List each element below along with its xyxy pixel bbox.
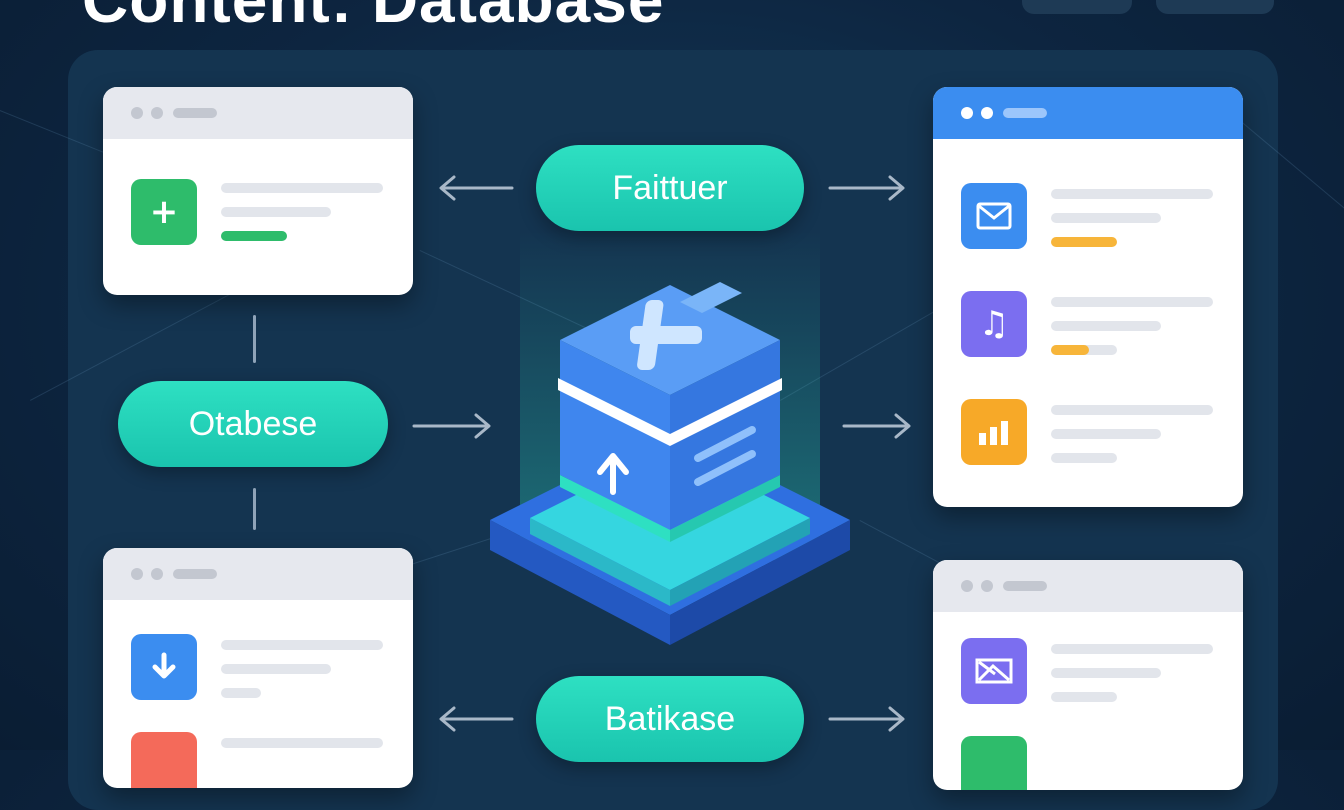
card-row[interactable] xyxy=(961,399,1223,467)
mail-icon xyxy=(961,183,1027,249)
title-placeholder xyxy=(1003,108,1047,118)
arrow-left-icon xyxy=(439,706,514,732)
connector-line xyxy=(253,488,256,530)
header-button[interactable] xyxy=(1022,0,1132,14)
plus-icon: + xyxy=(131,179,197,245)
placeholder-line xyxy=(1051,405,1213,415)
progress-fill xyxy=(1051,345,1089,355)
title-placeholder xyxy=(1003,581,1047,591)
top-right-card[interactable]: ♫ xyxy=(933,87,1243,507)
placeholder-line xyxy=(1051,453,1117,463)
bottom-left-card[interactable] xyxy=(103,548,413,788)
card-row[interactable] xyxy=(131,634,393,702)
card-header xyxy=(103,548,413,600)
placeholder-line xyxy=(221,688,261,698)
connector-line xyxy=(253,315,256,363)
progress-fill xyxy=(1051,237,1117,247)
card-row[interactable]: + xyxy=(131,179,393,247)
database-box-icon xyxy=(490,230,850,645)
bottom-right-card[interactable] xyxy=(933,560,1243,790)
placeholder-line xyxy=(1051,213,1161,223)
window-dot xyxy=(981,107,993,119)
placeholder-line xyxy=(221,664,331,674)
window-dot xyxy=(131,568,143,580)
placeholder-line xyxy=(1051,297,1213,307)
arrow-right-icon xyxy=(842,413,911,439)
arrow-right-icon xyxy=(412,413,491,439)
arrow-left-icon xyxy=(439,175,514,201)
arrow-right-icon xyxy=(828,175,905,201)
card-row[interactable] xyxy=(961,183,1223,251)
placeholder-line xyxy=(1051,429,1161,439)
top-left-card[interactable]: + xyxy=(103,87,413,295)
window-dot xyxy=(981,580,993,592)
page-title: Content: Database xyxy=(82,0,665,36)
placeholder-line xyxy=(221,183,383,193)
download-arrow-icon xyxy=(131,634,197,700)
bar-chart-icon xyxy=(961,399,1027,465)
window-dot xyxy=(961,107,973,119)
header-button[interactable] xyxy=(1156,0,1274,14)
image-icon xyxy=(961,638,1027,704)
window-dot xyxy=(151,568,163,580)
title-placeholder xyxy=(173,569,217,579)
placeholder-line xyxy=(221,640,383,650)
placeholder-line xyxy=(1051,644,1213,654)
node-bottom[interactable]: Batikase xyxy=(536,676,804,762)
card-header xyxy=(103,87,413,139)
node-left[interactable]: Otabese xyxy=(118,381,388,467)
red-icon xyxy=(131,732,197,788)
music-note-icon: ♫ xyxy=(961,291,1027,357)
placeholder-line xyxy=(1051,321,1161,331)
placeholder-line xyxy=(1051,189,1213,199)
green-icon xyxy=(961,736,1027,790)
card-header xyxy=(933,87,1243,139)
placeholder-line xyxy=(221,207,331,217)
placeholder-line xyxy=(1051,668,1161,678)
placeholder-line xyxy=(221,738,383,748)
window-dot xyxy=(151,107,163,119)
title-placeholder xyxy=(173,108,217,118)
progress-fill xyxy=(221,231,287,241)
card-row[interactable]: ♫ xyxy=(961,291,1223,359)
placeholder-line xyxy=(1051,692,1117,702)
card-row[interactable] xyxy=(961,736,1223,790)
window-dot xyxy=(961,580,973,592)
card-header xyxy=(933,560,1243,612)
card-row[interactable] xyxy=(961,638,1223,706)
node-top[interactable]: Faittuer xyxy=(536,145,804,231)
card-row[interactable] xyxy=(131,732,393,788)
window-dot xyxy=(131,107,143,119)
arrow-right-icon xyxy=(828,706,905,732)
